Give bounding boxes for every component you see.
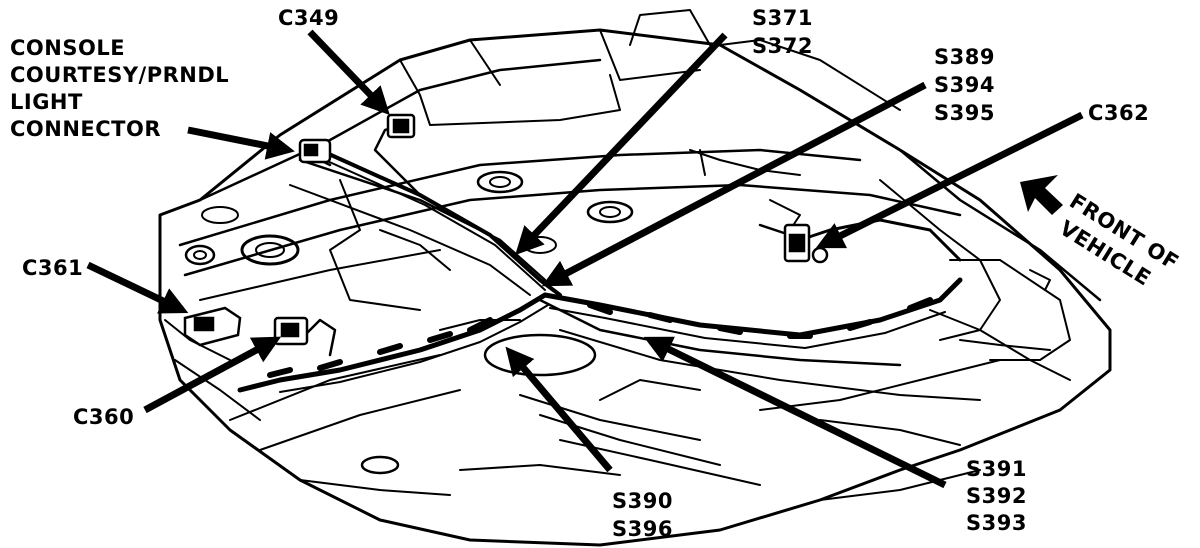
arrow-c362 (815, 111, 1084, 249)
connector-c360 (273, 316, 309, 346)
label-console-line4: CONNECTOR (10, 117, 161, 141)
arrow-console-connector (187, 126, 295, 160)
leader-arrows (86, 29, 1084, 489)
front-direction-arrow-icon (1020, 175, 1063, 215)
label-s372: S372 (752, 34, 813, 58)
arrow-s389-s394-s395 (541, 81, 927, 287)
label-s389: S389 (934, 45, 995, 69)
arrow-c360 (143, 336, 282, 414)
arrow-c349 (307, 29, 390, 116)
label-c362: C362 (1088, 101, 1149, 125)
connector-c361 (183, 306, 242, 347)
arrow-c361 (86, 261, 189, 314)
connector-c349 (386, 113, 416, 139)
label-console-line1: CONSOLE (10, 36, 125, 60)
label-s394: S394 (934, 73, 995, 97)
label-c361: C361 (22, 256, 83, 280)
label-s371: S371 (752, 6, 813, 30)
arrow-s371-s372 (515, 32, 728, 256)
wiring-harness (237, 123, 963, 393)
label-console-line2: COURTESY/PRNDL (10, 63, 229, 87)
label-s396: S396 (612, 517, 673, 541)
label-c360: C360 (73, 405, 134, 429)
label-s393: S393 (966, 511, 1027, 535)
label-s392: S392 (966, 484, 1027, 508)
label-s390: S390 (612, 489, 673, 513)
connector-c362 (783, 223, 829, 264)
label-c349: C349 (278, 6, 339, 30)
arrow-s390-s396 (505, 346, 613, 473)
arrow-s391-s392-s393 (643, 336, 947, 489)
label-s391: S391 (966, 457, 1027, 481)
label-console-line3: LIGHT (10, 90, 83, 114)
vehicle-floor-pan-drawing (158, 9, 1112, 547)
callout-labels: CONSOLE COURTESY/PRNDL LIGHT CONNECTOR C… (10, 6, 1183, 541)
connector-console-courtesy-prndl (298, 138, 332, 164)
label-s395: S395 (934, 101, 995, 125)
